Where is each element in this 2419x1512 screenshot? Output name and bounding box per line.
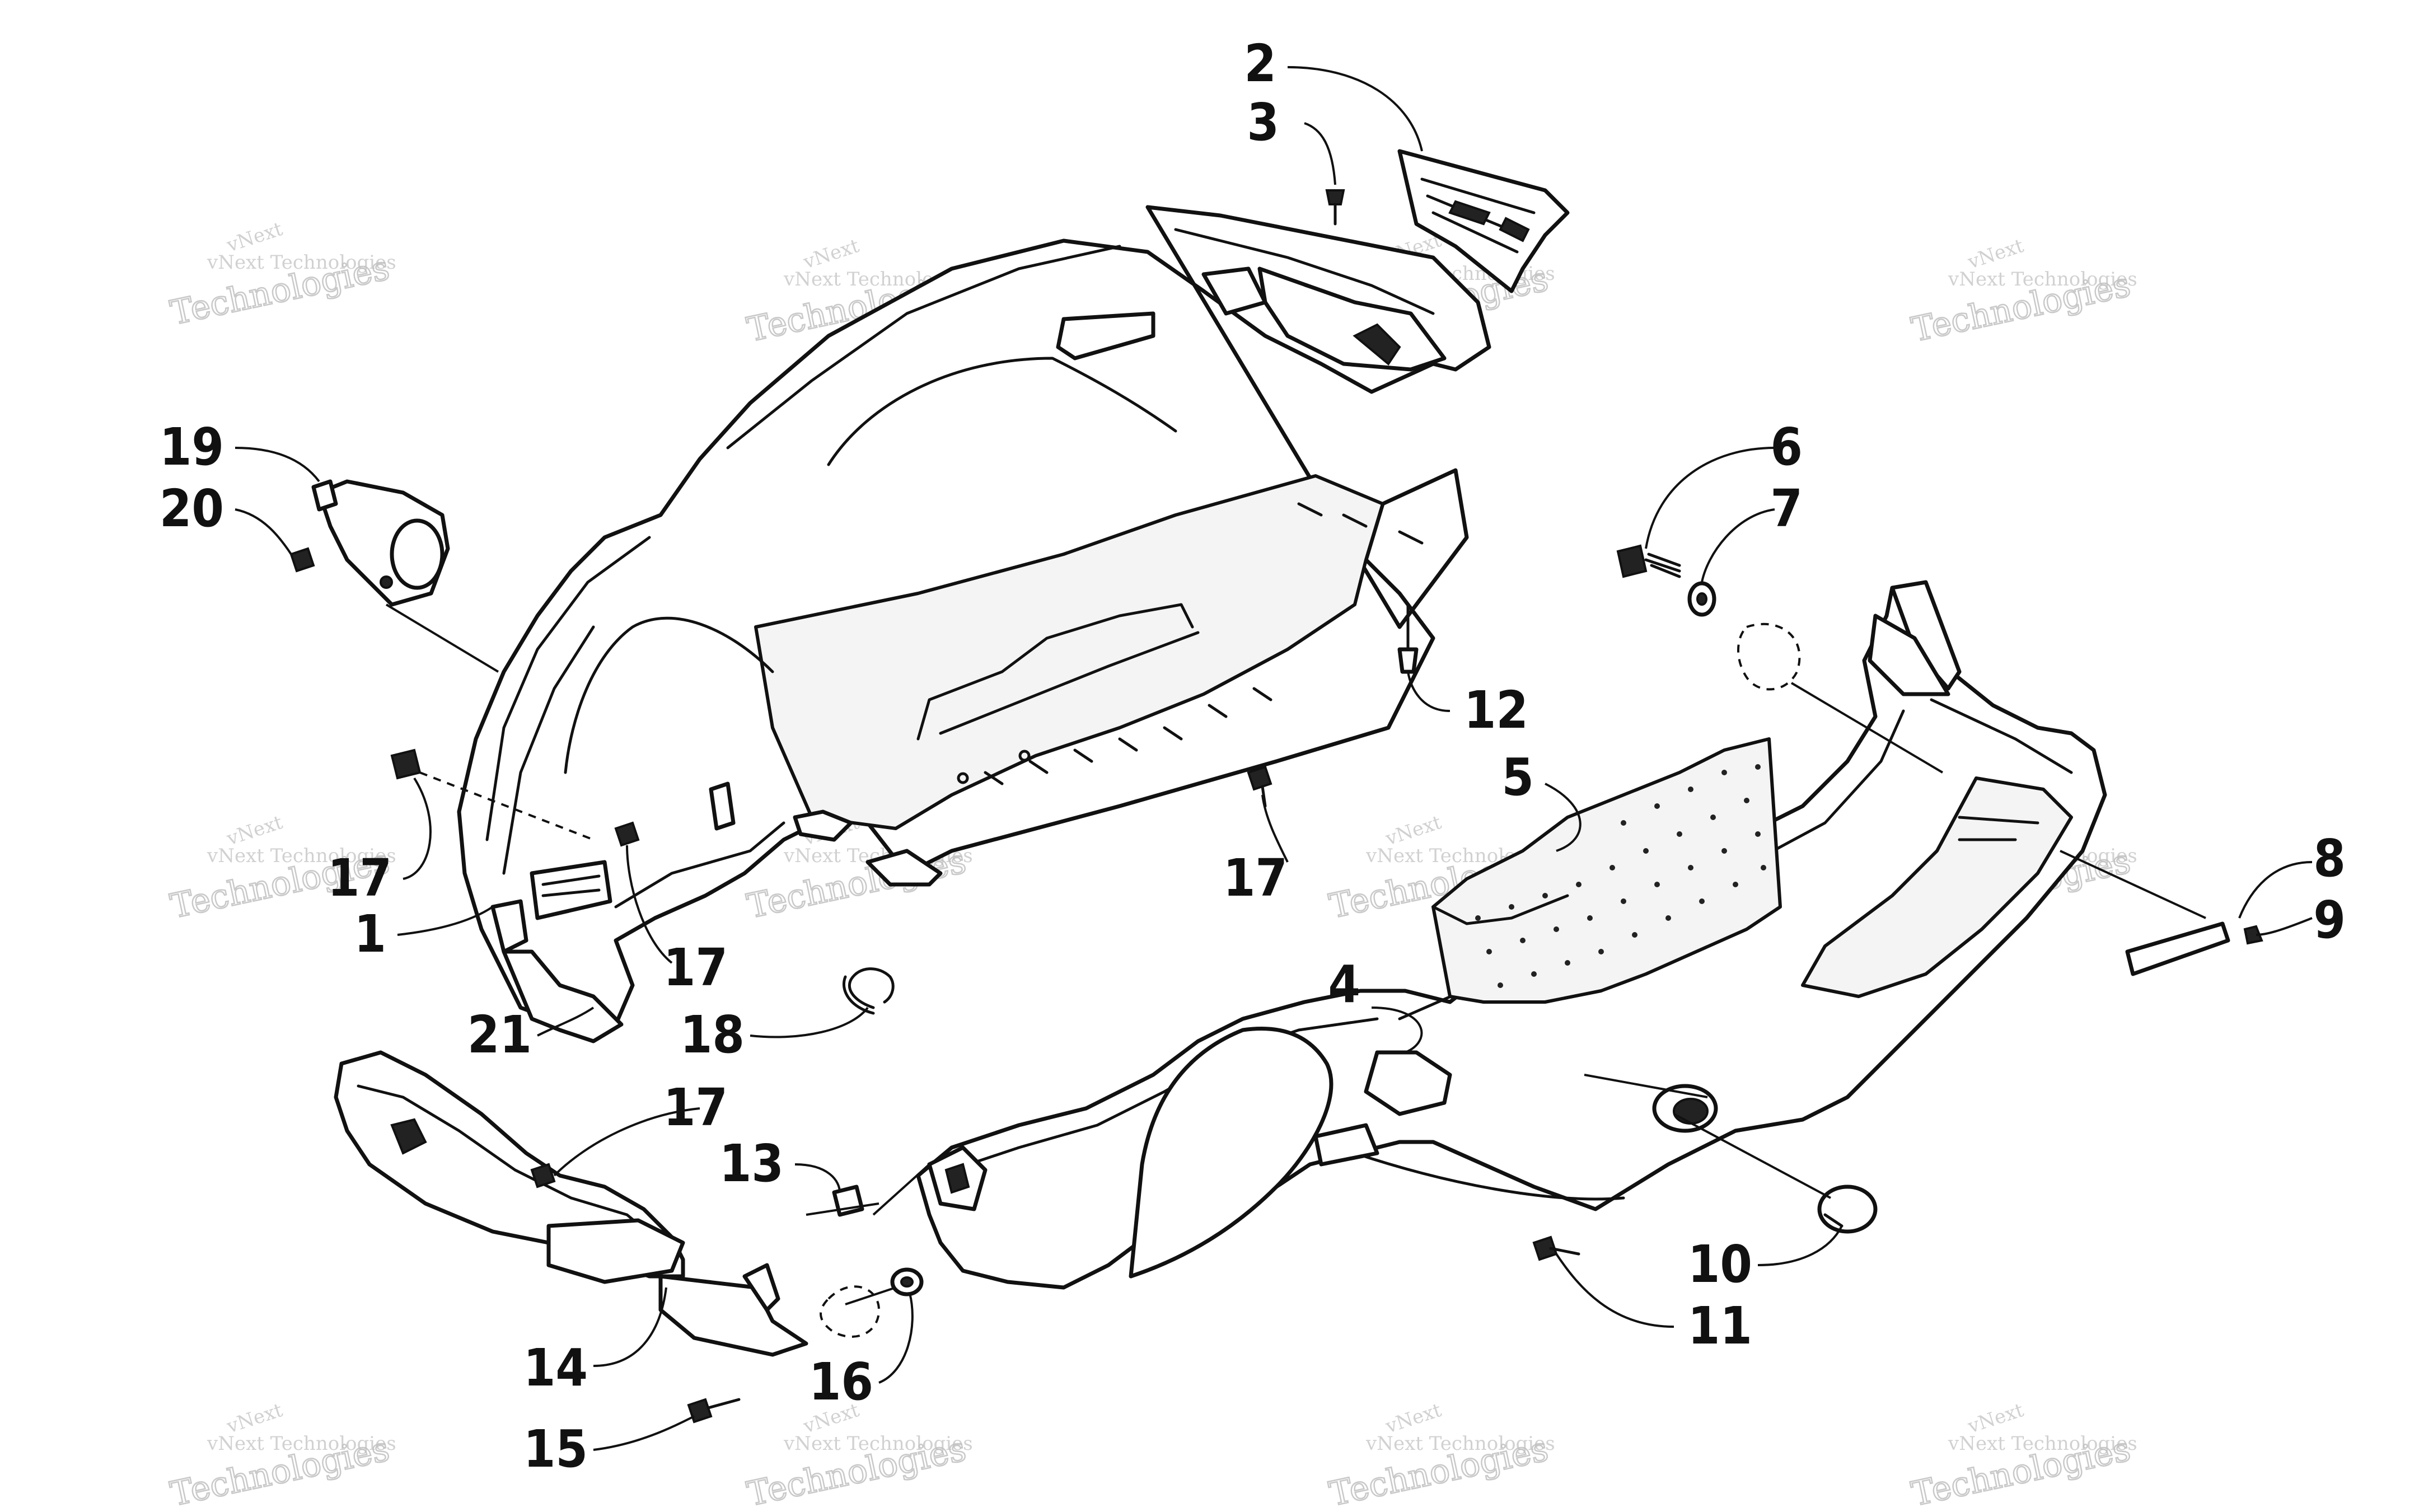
callout-19: 19 (160, 417, 224, 477)
callout-17: 17 (1223, 848, 1288, 908)
callout-leaders (235, 66, 2313, 1451)
callout-13: 13 (719, 1134, 784, 1193)
watermark: vNext vNext Technologies Technologies (743, 1399, 973, 1512)
fastener-15-screw (687, 1398, 741, 1424)
part-1-body-panel (457, 205, 1491, 1027)
callout-numbers: 2 3 4 5 6 7 8 9 10 11 12 13 14 15 16 17 … (160, 34, 2346, 1479)
callout-11: 11 (1688, 1296, 1752, 1356)
callout-10: 10 (1688, 1234, 1752, 1294)
svg-text:vNext Technologies: vNext Technologies (783, 1433, 973, 1455)
watermark: vNext vNext Technologies Technologies (166, 1399, 396, 1512)
fastener-16-nut (820, 1267, 924, 1338)
watermark: vNext vNext Technologies Technologies (1907, 235, 2137, 350)
part-8-plate (2125, 921, 2230, 976)
fastener-17-screw (390, 748, 594, 841)
callout-1: 1 (354, 904, 386, 964)
callout-3: 3 (1247, 92, 1279, 152)
fasteners (289, 189, 2263, 1424)
svg-text:vNext Technologies: vNext Technologies (207, 251, 396, 274)
svg-text:vNext Technologies: vNext Technologies (207, 845, 396, 867)
callout-17: 17 (663, 938, 728, 998)
callout-2: 2 (1244, 34, 1276, 93)
part-5-foam-pad (1431, 737, 1782, 1004)
callout-6: 6 (1770, 417, 1803, 477)
fastener-7-washer (1687, 581, 1716, 617)
callout-7: 7 (1770, 479, 1803, 539)
part-18-clip-ring (842, 967, 895, 1015)
callout-17: 17 (327, 848, 392, 908)
callout-21: 21 (467, 1005, 532, 1065)
callout-4: 4 (1328, 954, 1360, 1014)
svg-text:vNext Technologies: vNext Technologies (1948, 1433, 2137, 1455)
fastener-17-screw (1247, 765, 1272, 808)
fastener-11-screw (1532, 1235, 1580, 1261)
callout-17: 17 (663, 1078, 728, 1137)
svg-text:vNext Technologies: vNext Technologies (1365, 1433, 1555, 1455)
fastener-17-screw (530, 1163, 556, 1188)
part-21-duct (502, 949, 624, 1043)
watermark: vNext vNext Technologies Technologies (1907, 1399, 2137, 1512)
fastener-12-rivet (1397, 603, 1419, 674)
callout-16: 16 (809, 1352, 873, 1412)
callout-14: 14 (523, 1338, 588, 1398)
part-19-boot (311, 479, 450, 607)
callout-9: 9 (2313, 890, 2346, 950)
part-14-front-bumper (334, 1050, 808, 1357)
callout-18: 18 (680, 1005, 745, 1065)
callout-20: 20 (160, 479, 224, 539)
callout-5: 5 (1501, 747, 1534, 807)
watermark: vNext vNext Technologies Technologies (1325, 1399, 1555, 1512)
svg-text:vNext Technologies: vNext Technologies (207, 1433, 396, 1455)
fastener-20-screw (289, 547, 315, 573)
assembly-lines (385, 284, 2206, 1305)
callout-8: 8 (2313, 828, 2346, 888)
fastener-17-screw (614, 821, 640, 847)
fastener-3-screw (1325, 189, 1345, 226)
callout-15: 15 (523, 1419, 588, 1479)
svg-text:vNext Technologies: vNext Technologies (1948, 268, 2137, 291)
callout-12: 12 (1464, 680, 1528, 740)
fastener-6-bolt (1616, 544, 1681, 578)
part-4-side-panel (916, 580, 2107, 1290)
watermark: vNext vNext Technologies Technologies (166, 218, 396, 334)
part-2-vent-grille (1397, 149, 1570, 293)
part-10-plug-cap (1817, 1185, 1878, 1234)
fastener-9-screw (2243, 925, 2263, 945)
